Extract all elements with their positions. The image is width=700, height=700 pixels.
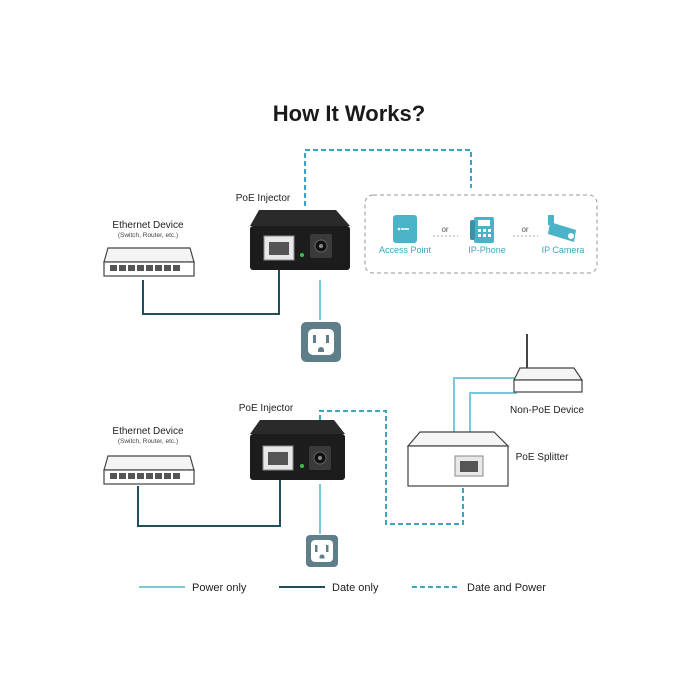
legend-data-power-label: Date and Power	[467, 582, 546, 594]
poe-injector-icon	[250, 420, 345, 480]
splitter-data-line	[469, 392, 517, 432]
ip-camera-icon	[548, 215, 576, 242]
top-data-line	[142, 268, 280, 315]
bottom-injector-label: PoE Injector	[239, 403, 294, 414]
legend-data-label: Date only	[332, 582, 379, 594]
power-outlet-icon	[301, 322, 341, 362]
splitter-label: PoE Splitter	[516, 452, 569, 463]
top-injector-label: PoE Injector	[236, 193, 291, 204]
bottom-data-line	[137, 477, 281, 527]
page-title: How It Works?	[273, 101, 425, 126]
ip-camera-label: IP Camera	[542, 245, 585, 255]
ethernet-switch-icon	[103, 455, 195, 485]
top-data-power-line	[304, 149, 472, 206]
ip-phone-label: IP-Phone	[468, 245, 506, 255]
bottom-data-power-line	[319, 410, 464, 525]
non-poe-label: Non-PoE Device	[510, 405, 584, 416]
splitter-power-line	[453, 377, 517, 432]
power-outlet-icon	[306, 535, 338, 567]
bottom-ethernet-sublabel: (Switch, Router, etc.)	[118, 438, 178, 445]
poe-splitter-icon	[406, 431, 510, 487]
top-ethernet-label: Ethernet Device	[112, 220, 184, 231]
bottom-ethernet-label: Ethernet Device	[112, 426, 184, 437]
poe-devices-box	[364, 194, 598, 274]
or-label-2: or	[521, 225, 528, 234]
or-label-1: or	[441, 225, 448, 234]
router-icon	[513, 334, 584, 393]
poe-injector-icon	[250, 210, 350, 270]
ethernet-switch-icon	[103, 247, 195, 277]
ip-phone-icon	[470, 217, 494, 243]
legend-power-label: Power only	[192, 582, 247, 594]
access-point-label: Access Point	[379, 245, 432, 255]
top-ethernet-sublabel: (Switch, Router, etc.)	[118, 232, 178, 239]
access-point-icon	[393, 215, 417, 243]
